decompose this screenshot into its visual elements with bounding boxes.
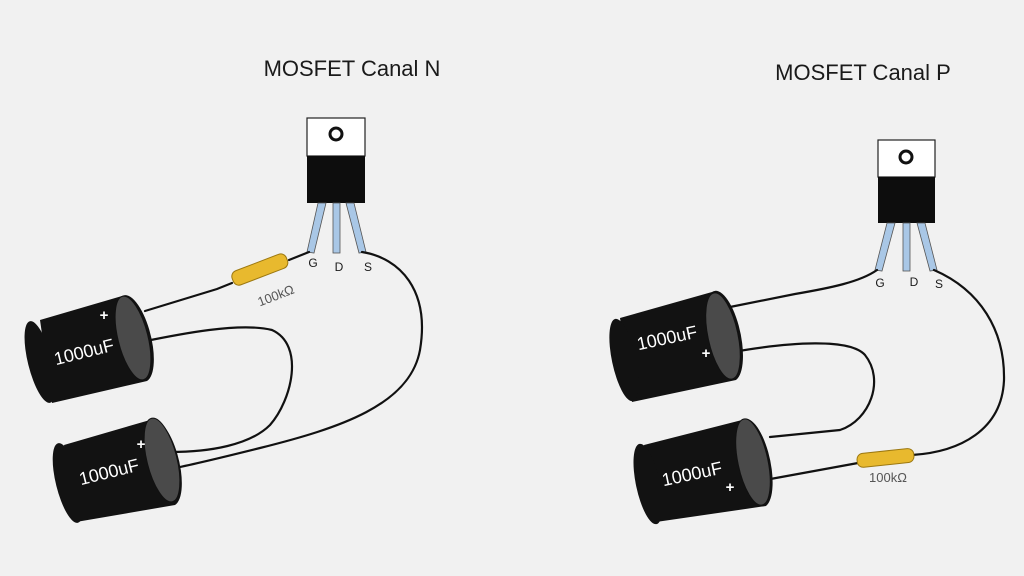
n-pin-gate-label: G — [308, 256, 317, 270]
n-pin-drain-label: D — [335, 260, 344, 274]
p-resistor: 100kΩ — [856, 448, 915, 485]
p-cap-bottom-back — [633, 443, 663, 525]
n-wire-source-to-cap-bottom — [173, 250, 423, 470]
p-mosfet-drain-leg — [902, 222, 911, 272]
n-mosfet-drain-leg — [332, 202, 341, 254]
n-cap-top-back — [24, 321, 56, 403]
n-mosfet-mount-hole — [328, 126, 344, 142]
p-pin-gate-label: G — [875, 276, 884, 290]
p-cap-bottom-end — [735, 418, 771, 506]
p-channel-mosfet: G D S — [874, 139, 943, 291]
p-mosfet-tab — [877, 139, 936, 178]
n-cap-bottom-back — [52, 443, 84, 523]
n-capacitor-bottom: + 1000uF — [52, 417, 182, 523]
p-resistor-label: 100kΩ — [869, 470, 907, 485]
p-cap-bottom-polarity: + — [726, 479, 735, 496]
n-cap-top-polarity: + — [100, 307, 109, 324]
n-resistor-body — [231, 253, 289, 286]
n-resistor-label: 100kΩ — [255, 282, 296, 310]
n-wire-cap-top-to-cap-bottom — [139, 326, 294, 454]
n-channel-title: MOSFET Canal N — [264, 56, 441, 81]
n-cap-top-end — [114, 295, 152, 381]
p-wire-gate-to-cap-top — [728, 268, 879, 309]
p-mosfet-mount-hole — [898, 149, 914, 165]
n-channel-circuit: MOSFET Canal N G D S 100kΩ + — [24, 56, 441, 523]
n-mosfet-source-leg — [345, 202, 367, 254]
n-cap-bottom-end — [143, 417, 181, 503]
p-wire-source-to-resistor — [910, 268, 1006, 457]
p-wire-resistor-to-cap-bottom — [763, 461, 860, 482]
p-channel-title: MOSFET Canal P — [775, 60, 951, 85]
n-capacitor-top: + 1000uF — [24, 295, 154, 403]
n-mosfet-gate-leg — [306, 202, 327, 254]
n-channel-mosfet: G D S — [306, 117, 372, 274]
p-mosfet-source-leg — [916, 222, 938, 272]
p-wire-cap-top-to-cap-bottom — [731, 342, 876, 439]
p-pin-drain-label: D — [910, 275, 919, 289]
p-cap-top-back — [609, 318, 639, 402]
p-mosfet-body — [878, 177, 935, 223]
n-pin-source-label: S — [364, 260, 372, 274]
n-resistor: 100kΩ — [231, 253, 296, 310]
p-pin-source-label: S — [935, 277, 943, 291]
n-cap-bottom-polarity: + — [137, 436, 146, 453]
p-cap-top-end — [705, 292, 741, 380]
p-capacitor-bottom: 1000uF + — [633, 418, 773, 525]
n-wire-gate-to-resistor — [287, 250, 311, 262]
p-resistor-body — [856, 448, 915, 468]
n-wire-resistor-to-cap-top — [143, 281, 234, 313]
p-cap-top-polarity: + — [702, 345, 711, 362]
p-mosfet-gate-leg — [874, 222, 896, 272]
p-channel-circuit: MOSFET Canal P G D S 100kΩ 1000 — [609, 60, 1006, 525]
n-mosfet-tab — [306, 117, 366, 157]
p-capacitor-top: 1000uF + — [609, 290, 743, 402]
n-mosfet-body — [307, 156, 365, 203]
